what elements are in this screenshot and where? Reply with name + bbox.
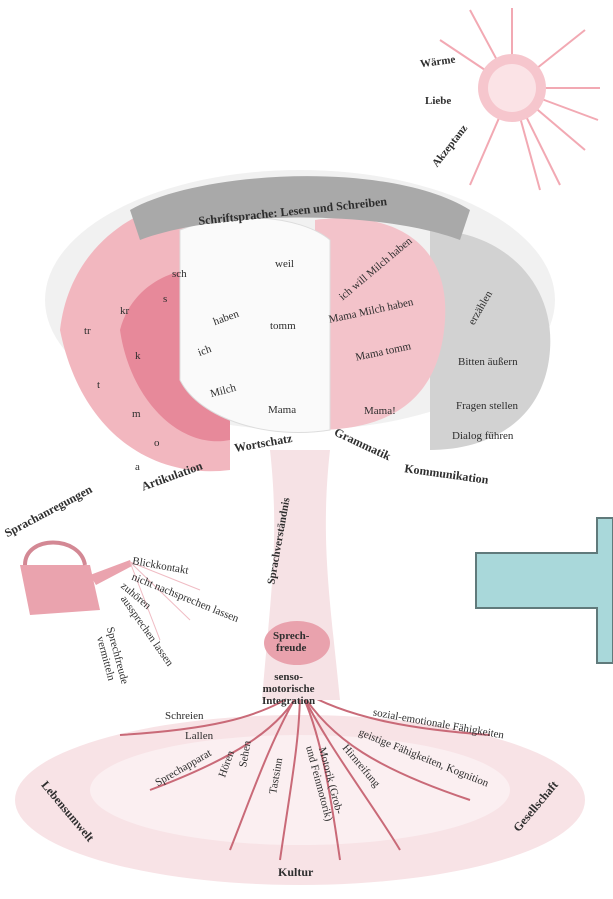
comm-ask-favor: Bitten äußern [458, 356, 518, 368]
sound-s: s [163, 293, 167, 305]
sensomotor-label: senso- motorische Integration [262, 671, 315, 707]
comm-dialog: Dialog führen [452, 430, 513, 442]
word-tomm: tomm [270, 320, 296, 332]
sound-k: k [135, 350, 141, 362]
comm-questions: Fragen stellen [456, 400, 518, 412]
sound-sch: sch [172, 268, 187, 280]
word-mama: Mama [268, 404, 296, 416]
word-weil: weil [275, 258, 294, 270]
root-babbling: Lallen [185, 730, 213, 742]
sound-m: m [132, 408, 141, 420]
sound-t: t [97, 379, 100, 391]
phrase-4: Mama! [364, 405, 396, 417]
culture-label: Kultur [278, 866, 313, 879]
sound-kr: kr [120, 305, 129, 317]
sound-o: o [154, 437, 160, 449]
arrow-shape [476, 518, 613, 663]
root-crying: Schreien [165, 710, 203, 722]
sun-word-love: Liebe [425, 95, 451, 107]
speech-joy-label: Sprech- freude [273, 630, 309, 654]
sound-tr: tr [84, 325, 91, 337]
sun-icon [440, 8, 600, 190]
sound-a: a [135, 461, 140, 473]
